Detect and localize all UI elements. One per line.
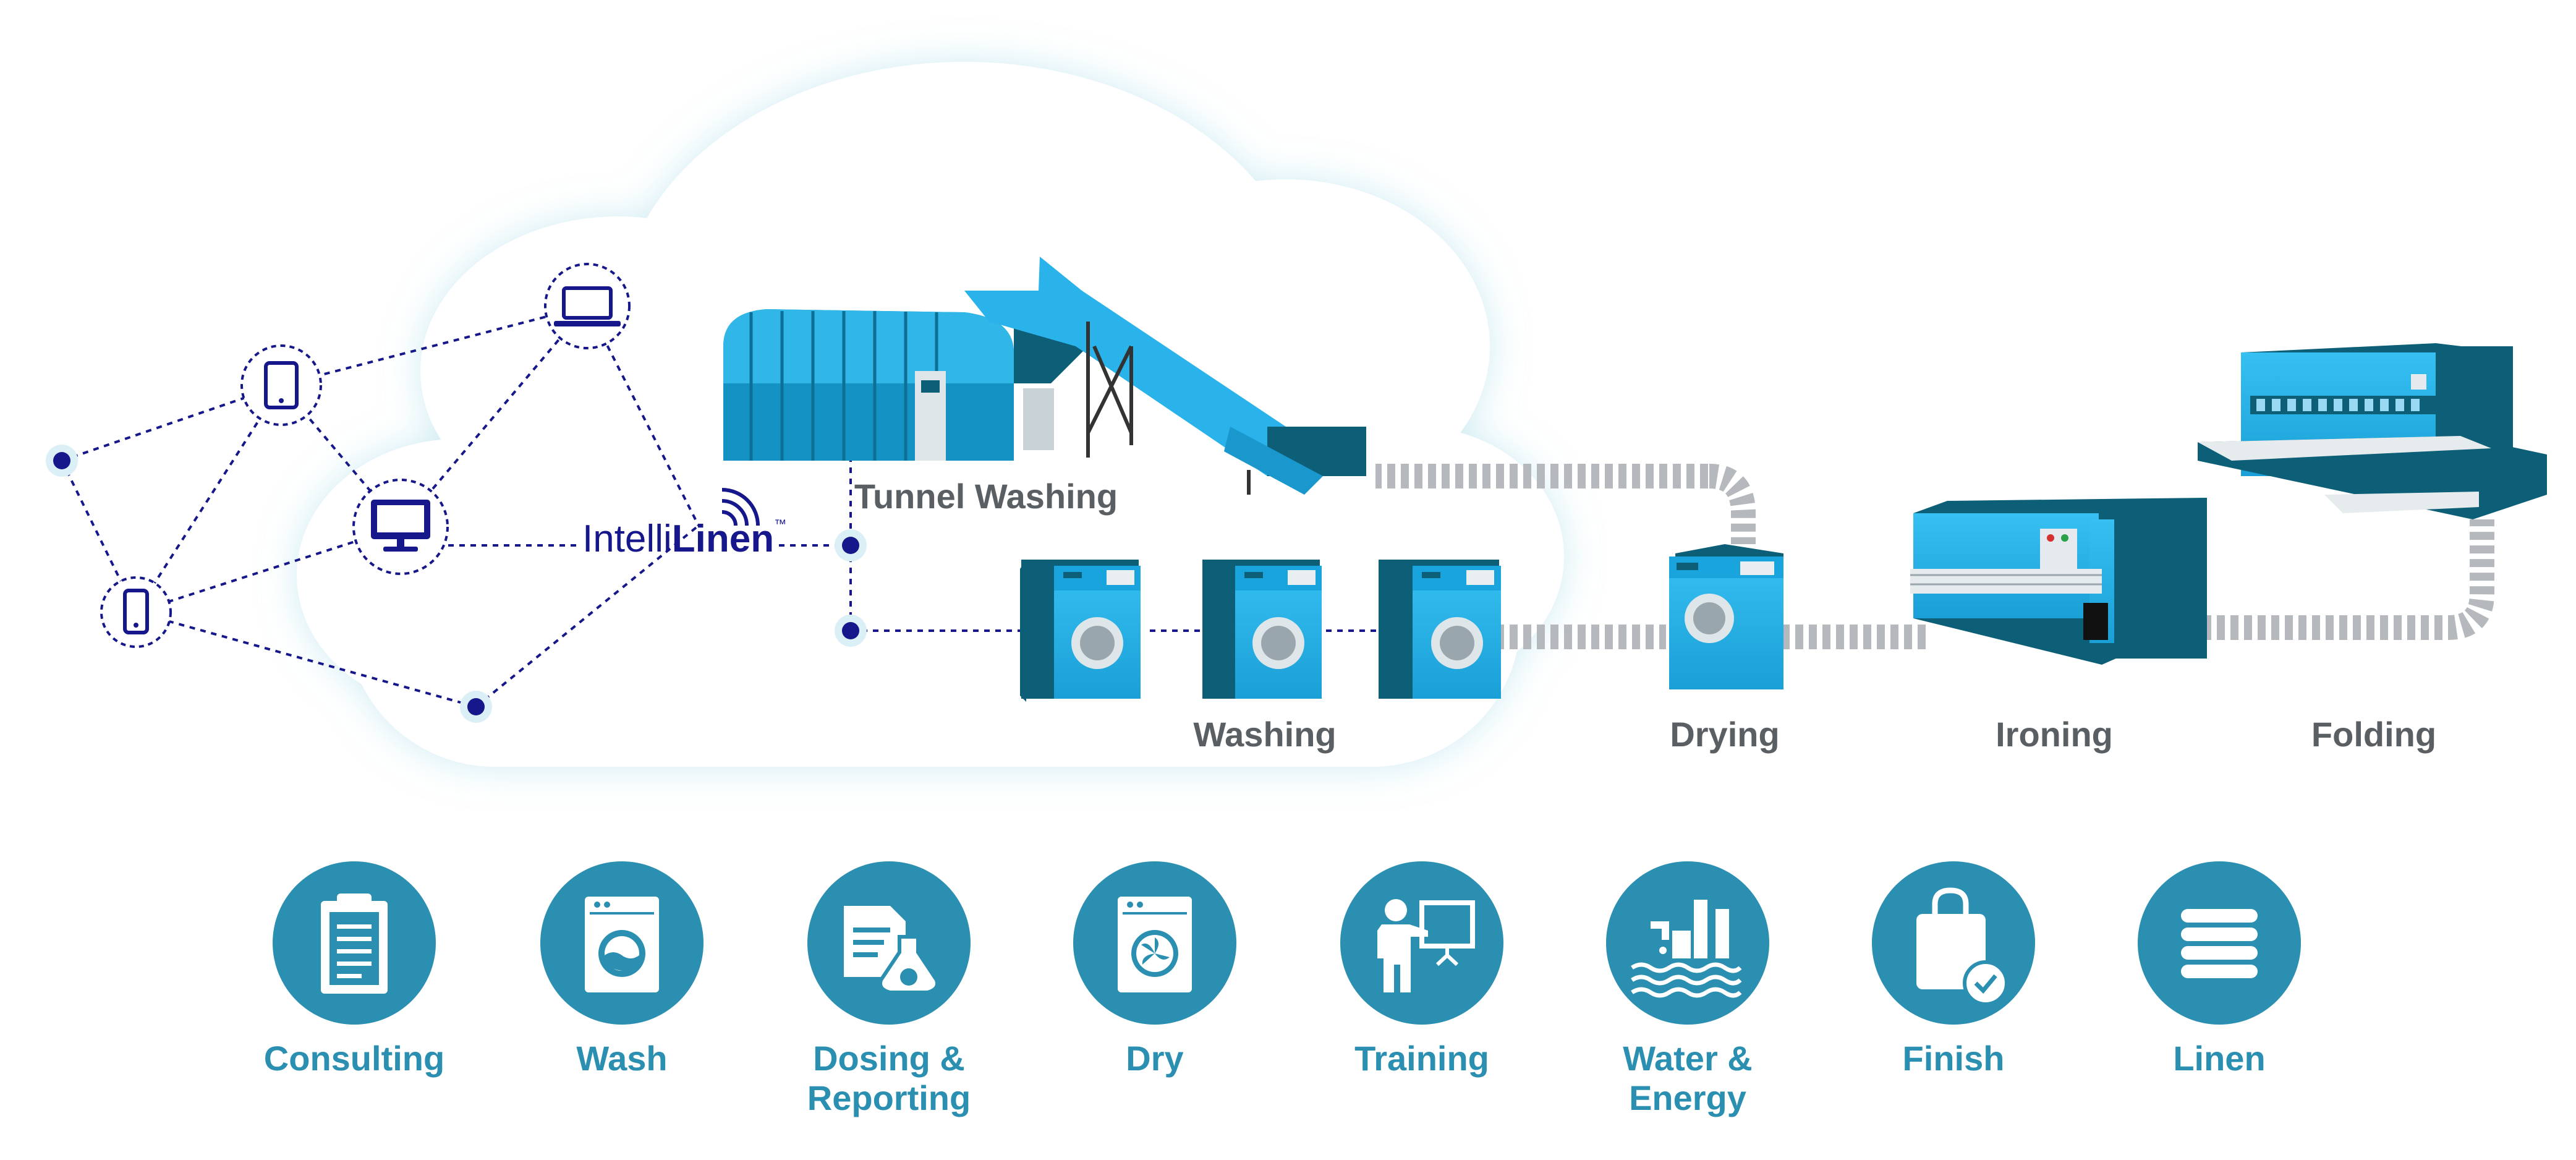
wifi-icon [721,488,760,526]
conveyor-chain [1375,464,2494,649]
folded-linen-icon [2181,909,2258,978]
loading-conveyor [964,257,1366,495]
service-label-dosing-reporting: Dosing & Reporting [807,1039,971,1117]
service-circles [273,861,2301,1025]
label-drying: Drying [1670,715,1780,754]
service-dry [1073,861,1236,1025]
clipboard-icon [321,893,388,994]
monitor-node [352,479,449,575]
service-training [1340,861,1503,1025]
service-consulting [273,861,436,1025]
label-ironing: Ironing [1996,715,2113,754]
logo-part-intelli: Intelli [582,518,672,560]
service-label-dry: Dry [1126,1039,1184,1078]
label-tunnel-washing: Tunnel Washing [854,477,1118,516]
dryer-icon [1118,897,1192,992]
dosing-flask-icon [844,906,939,994]
service-label-wash: Wash [576,1039,668,1078]
logo-trademark: ™ [774,518,787,531]
service-dosing-reporting [807,861,971,1025]
laptop-node [544,263,631,349]
ironer-machine [1910,498,2207,665]
phone-node [100,576,172,648]
dryer-machine [1669,544,1783,689]
service-label-consulting: Consulting [263,1039,445,1078]
service-linen [2138,861,2301,1025]
hub-dots [46,445,867,723]
laptop-icon [554,286,621,326]
washer-machine-3 [1379,560,1501,699]
presenter-icon [1377,899,1475,992]
network-links [61,305,1382,708]
label-folding: Folding [2311,715,2437,754]
label-washing: Washing [1193,715,1337,754]
factory-water-icon [1631,900,1742,998]
washing-machine-icon [585,897,659,992]
service-water-energy [1606,861,1769,1025]
washer-machine-2 [1202,560,1322,699]
intellilinen-logo: IntelliLinen™ [582,517,786,561]
monitor-icon [371,500,430,552]
service-wash [540,861,704,1025]
tablet-node [240,344,322,426]
service-label-finish: Finish [1902,1039,2005,1078]
service-finish [1872,861,2035,1025]
tunnel-washer [723,291,1088,461]
phone-icon [123,589,149,634]
service-label-training: Training [1354,1039,1489,1078]
service-label-water-energy: Water & Energy [1623,1039,1753,1117]
logo-part-linen: Linen [671,518,775,560]
bag-check-icon [1916,887,2009,1006]
washer-machine-1 [1020,560,1141,702]
folder-machine [2198,343,2547,519]
tablet-icon [264,361,299,409]
service-label-linen: Linen [2173,1039,2266,1078]
